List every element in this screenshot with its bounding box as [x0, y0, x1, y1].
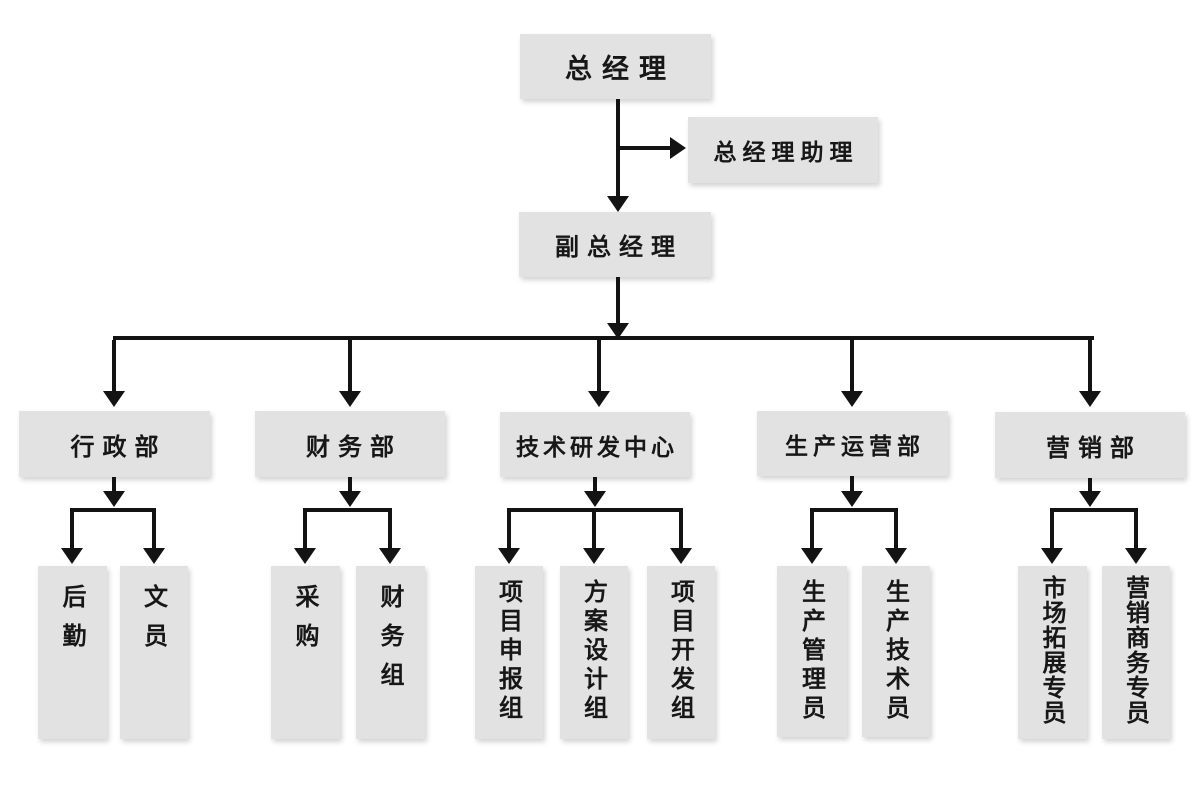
arrow-down-icon [379, 548, 401, 564]
node-dept-admin-label: 行政部 [70, 432, 167, 461]
arrow-down-icon [103, 491, 125, 507]
arrow-down-icon [607, 323, 629, 339]
node-deputy-gm: 副总经理 [519, 212, 711, 277]
node-general-manager: 总经理 [520, 34, 711, 99]
arrow-right-icon [670, 137, 686, 159]
connector-line [112, 340, 116, 392]
node-production-tech: 生产技术员 [862, 566, 930, 737]
node-dept-production: 生产运营部 [757, 411, 948, 476]
connector-line [616, 277, 620, 324]
arrow-down-icon [841, 491, 863, 507]
connector-line [850, 476, 854, 492]
arrow-down-icon [841, 391, 863, 407]
arrow-down-icon [1079, 391, 1101, 407]
arrow-down-icon [607, 196, 629, 212]
node-dept-production-label: 生产运营部 [785, 433, 925, 460]
connector-line [70, 512, 74, 549]
node-procurement: 采购 [271, 566, 340, 739]
node-logistics-label: 后勤 [58, 584, 86, 662]
arrow-down-icon [885, 548, 907, 564]
node-production-admin-label: 生产管理员 [797, 579, 826, 724]
node-procurement-label: 采购 [291, 584, 319, 662]
arrow-down-icon [1125, 548, 1147, 564]
node-market-expansion-label: 市场拓展专员 [1038, 575, 1066, 725]
arrow-down-icon [588, 391, 610, 407]
arrow-down-icon [294, 548, 316, 564]
node-deputy-gm-label: 副总经理 [555, 233, 683, 261]
connector-line [894, 512, 898, 549]
node-marketing-business-label: 营销商务专员 [1121, 575, 1150, 725]
connector-line [1088, 478, 1092, 492]
node-clerk-label: 文员 [139, 584, 168, 662]
connector-line [303, 512, 307, 549]
connector-line [1050, 512, 1054, 549]
node-dept-finance-label: 财务部 [306, 432, 402, 461]
arrow-down-icon [143, 548, 165, 564]
node-solution-design: 方案设计组 [560, 566, 628, 739]
node-marketing-business: 营销商务专员 [1102, 566, 1170, 739]
connector-line [1050, 508, 1138, 512]
node-logistics: 后勤 [38, 566, 107, 739]
connector-line [592, 512, 596, 549]
arrow-down-icon [103, 391, 125, 407]
connector-line [112, 477, 116, 492]
connector-line [850, 340, 854, 392]
connector-line [679, 512, 683, 549]
node-production-admin: 生产管理员 [777, 566, 847, 737]
arrow-down-icon [61, 548, 83, 564]
node-project-application-label: 项目申报组 [494, 579, 523, 724]
node-project-development-label: 项目开发组 [666, 579, 695, 724]
arrow-down-icon [339, 391, 361, 407]
node-dept-finance: 财务部 [255, 411, 445, 477]
connector-line [152, 512, 156, 549]
arrow-down-icon [1079, 491, 1101, 507]
node-project-development: 项目开发组 [647, 566, 715, 739]
connector-line [810, 508, 898, 512]
connector-line [303, 508, 392, 512]
connector-line [810, 512, 814, 549]
arrow-down-icon [670, 548, 692, 564]
node-dept-admin: 行政部 [19, 411, 210, 477]
connector-line [618, 146, 672, 150]
connector-line [70, 508, 156, 512]
connector-line [507, 512, 511, 549]
node-clerk: 文员 [120, 566, 188, 739]
arrow-down-icon [801, 548, 823, 564]
node-general-manager-label: 总经理 [565, 54, 676, 85]
connector-line [507, 508, 683, 512]
node-production-tech-label: 生产技术员 [881, 579, 910, 724]
arrow-down-icon [1041, 548, 1063, 564]
connector-line [348, 477, 352, 492]
arrow-down-icon [584, 491, 606, 507]
node-project-application: 项目申报组 [475, 566, 543, 739]
node-dept-marketing: 营销部 [995, 412, 1185, 478]
node-market-expansion: 市场拓展专员 [1018, 566, 1087, 739]
connector-line [388, 512, 392, 549]
node-dept-tech-rd: 技术研发中心 [500, 412, 690, 477]
connector-line [1134, 512, 1138, 549]
node-solution-design-label: 方案设计组 [579, 579, 608, 724]
connector-line [348, 340, 352, 392]
node-gm-assistant-label: 总经理助理 [713, 140, 859, 166]
node-finance-group-label: 财务组 [376, 584, 404, 701]
arrow-down-icon [339, 491, 361, 507]
node-gm-assistant: 总经理助理 [688, 117, 878, 183]
node-dept-marketing-label: 营销部 [1046, 433, 1142, 462]
connector-line [593, 477, 597, 492]
node-dept-tech-rd-label: 技术研发中心 [516, 434, 678, 461]
node-finance-group: 财务组 [356, 566, 425, 739]
arrow-down-icon [498, 548, 520, 564]
connector-line [1088, 340, 1092, 392]
connector-line [113, 336, 1094, 340]
connector-line [597, 340, 601, 392]
arrow-down-icon [583, 548, 605, 564]
